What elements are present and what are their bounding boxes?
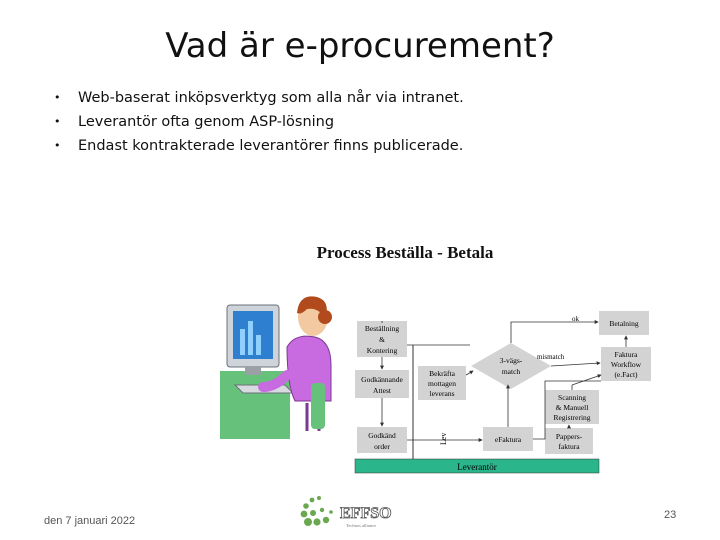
label-mismatch: mismatch [537,353,565,361]
bullet-item: Endast kontrakterade leverantörer finns … [54,134,464,158]
box-faktura-workflow: Faktura Workflow (e.Fact) [601,347,651,381]
svg-text:faktura: faktura [558,442,580,451]
diagram-title: Process Beställa - Betala [317,243,494,262]
box-pappersfaktura: Pappers- faktura [545,428,593,454]
box-betalning: Betalning [599,311,649,335]
box-bestallning: Beställning & Kontering [357,321,407,357]
footer-date: den 7 januari 2022 [44,515,136,527]
svg-text:Bekräfta: Bekräfta [429,369,455,378]
page-number: 23 [664,509,677,521]
box-godkand-order: Godkänd order [357,427,407,453]
bullet-item: Leverantör ofta genom ASP-lösning [54,110,464,134]
bullet-item: Web-baserat inköpsverktyg som alla når v… [54,86,464,110]
svg-text:mottagen: mottagen [428,379,456,388]
person-computer-illustration [220,296,332,439]
label-ok: ok [572,315,580,323]
svg-text:Registrering: Registrering [553,413,590,422]
effso-logo: EFFSO Technos alliance [298,492,408,532]
process-diagram: Process Beställa - Betala Beställning & … [215,235,655,475]
svg-text:(e.Fact): (e.Fact) [614,370,638,379]
svg-text:leverans: leverans [430,389,455,398]
svg-text:3-vägs-: 3-vägs- [500,356,523,365]
svg-text:Beställning: Beställning [365,324,399,333]
label-leverantor: Leverantör [457,462,496,472]
svg-text:Godkännande: Godkännande [361,375,403,384]
svg-text:Kontering: Kontering [367,346,398,355]
svg-text:Attest: Attest [373,386,392,395]
svg-text:& Manuell: & Manuell [556,403,589,412]
box-efaktura: eFaktura [483,427,533,451]
label-lev: Lev [439,433,448,445]
svg-text:&: & [379,335,385,344]
svg-text:order: order [374,442,390,451]
box-vagsmatch: 3-vägs- match [471,343,551,389]
svg-text:Faktura: Faktura [615,350,639,359]
box-godkannande: Godkännande Attest [355,370,409,398]
slide-title: Vad är e-procurement? [165,26,555,66]
svg-text:Pappers-: Pappers- [556,432,583,441]
svg-text:Scanning: Scanning [558,393,586,402]
svg-text:match: match [502,367,521,376]
svg-text:eFaktura: eFaktura [495,435,522,444]
svg-text:Workflow: Workflow [611,360,642,369]
box-scanning: Scanning & Manuell Registrering [545,390,599,424]
logo-tagline: Technos alliance [346,523,376,528]
logo-dots-icon [300,496,333,526]
logo-text: EFFSO [340,505,392,522]
bullet-list: Web-baserat inköpsverktyg som alla når v… [54,86,464,158]
svg-text:Betalning: Betalning [609,319,638,328]
box-bekrafta: Bekräfta mottagen leverans [418,366,466,400]
supplier-bar [354,458,600,474]
svg-text:Godkänd: Godkänd [368,431,396,440]
